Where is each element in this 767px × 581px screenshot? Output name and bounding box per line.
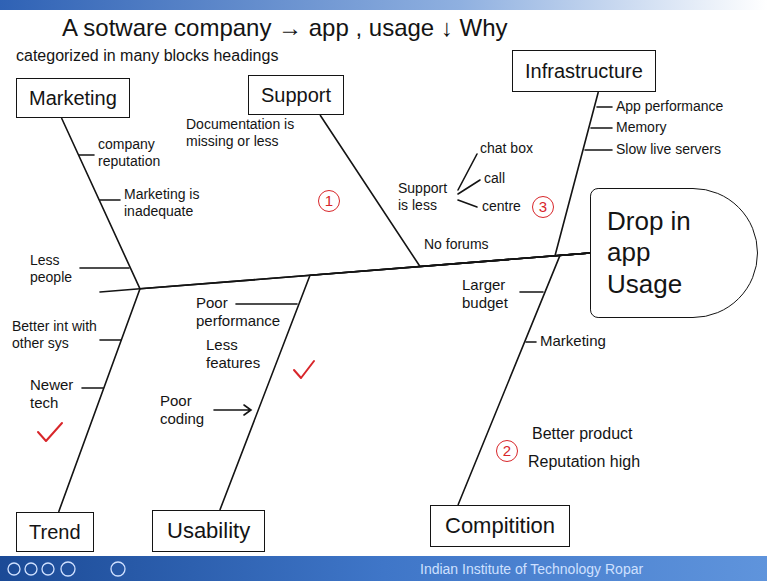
bone-line bbox=[62, 118, 590, 289]
fishbone-bone bbox=[320, 115, 590, 267]
bone-line bbox=[220, 253, 590, 510]
subtitle-note: categorized in many blocks headings bbox=[16, 46, 278, 65]
pointer-arrow bbox=[214, 405, 251, 415]
footer-bar bbox=[0, 556, 767, 581]
cause-label: Less features bbox=[206, 336, 266, 372]
category-text: Trend bbox=[29, 520, 81, 544]
sub-cause-label: centre bbox=[482, 198, 521, 215]
cause-label: Newer tech bbox=[30, 376, 82, 412]
cause-label: Memory bbox=[616, 119, 667, 136]
cause-label: Better int with other sys bbox=[12, 318, 108, 352]
callout-number: 2 bbox=[496, 440, 518, 462]
category-box: Support bbox=[248, 75, 344, 115]
cause-label: Slow live servers bbox=[616, 141, 721, 158]
cause-label: company reputation bbox=[98, 136, 170, 170]
footer-icon bbox=[111, 562, 125, 576]
check-mark bbox=[38, 423, 62, 441]
cause-label: Larger budget bbox=[462, 276, 520, 312]
cause-label: Better product bbox=[532, 424, 633, 443]
cause-label: Support is less bbox=[398, 180, 456, 214]
footer-icon bbox=[8, 563, 20, 575]
title-text: A sotware company → app , usage ↓ Why bbox=[62, 14, 508, 43]
bone-line bbox=[320, 115, 590, 267]
cause-ticks bbox=[236, 303, 297, 305]
cause-label: Reputation high bbox=[528, 452, 640, 471]
spine-tail bbox=[100, 289, 140, 292]
category-text: Marketing bbox=[29, 86, 117, 110]
fishbone-bone bbox=[62, 118, 590, 289]
category-box: Compitition bbox=[430, 505, 570, 547]
leader-lines bbox=[458, 154, 480, 207]
top-bar bbox=[0, 0, 767, 10]
cause-label: Marketing bbox=[540, 332, 606, 350]
category-text: Compitition bbox=[445, 513, 555, 539]
check-mark bbox=[294, 361, 314, 378]
cause-label: Less people bbox=[30, 252, 82, 286]
effect-text: Drop in app Usage bbox=[607, 206, 727, 300]
cause-ticks bbox=[82, 340, 121, 388]
footer-icon bbox=[61, 562, 75, 576]
effect-head: Drop in app Usage bbox=[590, 188, 758, 318]
footer-icon bbox=[42, 563, 54, 575]
cause-label: Poor performance bbox=[196, 294, 286, 330]
callout-number: 3 bbox=[532, 196, 554, 218]
category-text: Usability bbox=[167, 518, 250, 544]
sub-cause-label: call bbox=[484, 170, 505, 187]
footer-icon bbox=[25, 563, 37, 575]
fishbone-bone bbox=[59, 253, 590, 512]
category-box: Marketing bbox=[16, 78, 130, 118]
cause-label: No forums bbox=[424, 236, 489, 253]
cause-label: Documentation is missing or less bbox=[186, 116, 300, 150]
category-box: Trend bbox=[16, 512, 94, 552]
cause-label: App performance bbox=[616, 98, 723, 115]
category-box: Infrastructure bbox=[512, 50, 656, 92]
cause-label: Marketing is inadequate bbox=[124, 186, 216, 220]
footer-text: Indian Institute of Technology Ropar bbox=[420, 561, 643, 578]
callout-number: 1 bbox=[318, 190, 340, 212]
category-box: Usability bbox=[152, 510, 265, 552]
category-text: Support bbox=[261, 83, 331, 107]
cause-label: Poor coding bbox=[160, 392, 212, 428]
cause-ticks bbox=[520, 292, 543, 342]
fishbone-bone bbox=[220, 253, 590, 510]
sub-cause-label: chat box bbox=[480, 140, 533, 157]
category-text: Infrastructure bbox=[525, 59, 643, 83]
bone-line bbox=[59, 253, 590, 512]
